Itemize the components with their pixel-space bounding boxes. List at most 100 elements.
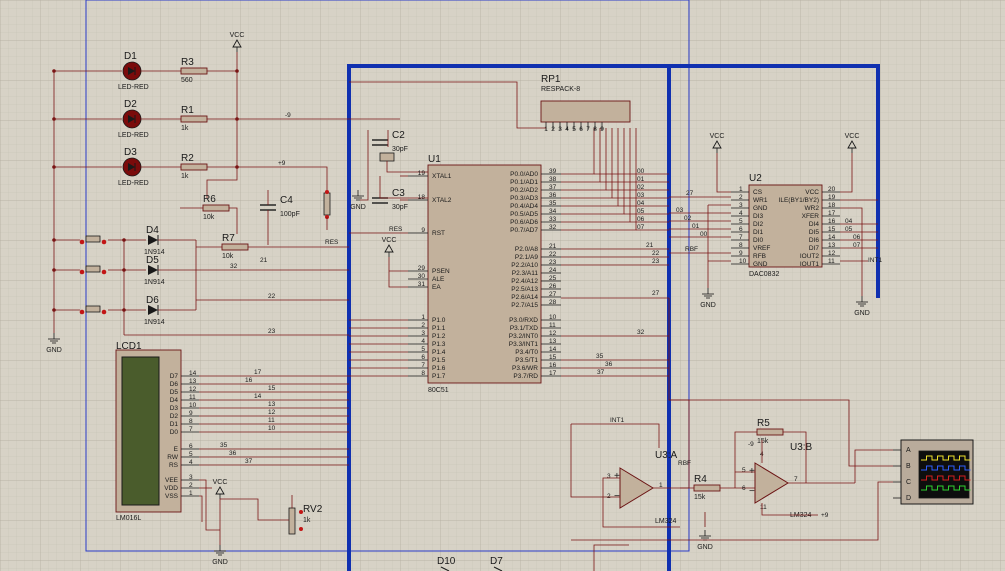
wire — [571, 481, 893, 541]
capacitor-value: 30pF — [392, 146, 408, 153]
net-label-p0: 04 — [637, 200, 645, 207]
lcd-ref: LCD1 — [116, 341, 142, 352]
sheet-frame — [85, 0, 690, 552]
potentiometer-value: 1k — [303, 517, 311, 524]
lcd-pin-number: 11 — [189, 394, 196, 401]
mcu-pin-number: 39 — [549, 168, 557, 175]
net-label-21: 21 — [260, 257, 268, 264]
mcu-pin-number: 6 — [421, 354, 425, 361]
resistor-value: 10k — [203, 214, 215, 221]
dac-pin-number: 18 — [828, 202, 836, 209]
net-label-p0: 00 — [637, 168, 645, 175]
push-button-terminal — [101, 309, 107, 315]
mcu-pin-number: 17 — [549, 370, 557, 377]
mcu-pin-name: P2.3/A11 — [512, 270, 539, 277]
mcu-pin-name: P0.2/AD2 — [510, 187, 538, 194]
mcu-pin-number: 25 — [549, 275, 557, 282]
capacitor-ref: C2 — [392, 130, 405, 141]
lcd-pin-number: 3 — [189, 474, 193, 481]
wire — [840, 153, 853, 193]
mcu-pin-number: 9 — [421, 227, 425, 234]
lcd-pin-number: 13 — [189, 378, 197, 385]
net-label-27: 27 — [686, 190, 694, 197]
wire — [593, 544, 629, 571]
net-label-p0: 05 — [845, 226, 853, 233]
led-value: LED-RED — [118, 84, 149, 91]
respack-pin-number: 3 — [558, 126, 562, 133]
dac-pin-number: 19 — [828, 194, 836, 201]
dac-pin-number: 15 — [828, 226, 836, 233]
lcd-pin-number: 5 — [189, 451, 193, 458]
mcu-pin-number: 23 — [549, 259, 557, 266]
resistor-ref: R2 — [181, 153, 194, 164]
mcu-pin-number: 18 — [418, 194, 426, 201]
wire — [570, 424, 620, 498]
opamp-b-pin-number: 11 — [760, 504, 767, 511]
dac-pin-name: DI2 — [753, 221, 764, 228]
net-label-11: 11 — [268, 417, 275, 424]
lcd-pin-number: 4 — [189, 459, 193, 466]
wire — [360, 130, 369, 201]
respack-pin-number: 4 — [565, 126, 569, 133]
mcu-pin-number: 28 — [549, 299, 557, 306]
dac-pin-name: RFB — [753, 253, 766, 260]
lcd-pin-number: 14 — [189, 370, 197, 377]
mcu-pin-name: P1.0 — [432, 317, 446, 324]
mcu-pin-number: 26 — [549, 283, 557, 290]
lcd-pin-name: VEE — [165, 477, 179, 484]
mcu-pin-number: 2 — [421, 322, 425, 329]
diode-ref: D5 — [146, 255, 159, 266]
mcu-pin-name: P1.7 — [432, 373, 446, 380]
mcu-pin-number: 14 — [549, 346, 557, 353]
net-label-p0: 07 — [853, 242, 861, 249]
led-value: LED-RED — [118, 180, 149, 187]
diode-ref: D4 — [146, 225, 159, 236]
net-label-35: 35 — [596, 353, 604, 360]
lcd-pin-name: D6 — [170, 381, 179, 388]
resistor-value: 15k — [694, 494, 706, 501]
opamp-a-plus: + — [614, 471, 620, 482]
resistor-body — [180, 67, 208, 75]
mcu-pin-name: P2.5/A13 — [511, 286, 538, 293]
net-label-p0: 03 — [676, 207, 684, 214]
dac-pin-number: 2 — [739, 194, 743, 201]
net-label-int1: INT1 — [868, 257, 882, 264]
lcd-pin-number: 6 — [189, 443, 193, 450]
net-label-p0: 02 — [637, 184, 645, 191]
opamp-a-pin-number: 3 — [607, 473, 611, 480]
led-value: LED-RED — [118, 132, 149, 139]
resistor-body — [180, 163, 208, 171]
wire-vcc — [206, 52, 238, 198]
ground-label: GND — [212, 559, 228, 566]
potentiometer-terminal — [299, 510, 303, 514]
oscilloscope-trace — [921, 465, 971, 471]
led-symbol — [128, 163, 135, 171]
diode-value: 1N914 — [144, 279, 165, 286]
net-label-32: 32 — [230, 263, 238, 270]
mcu-pin-number: 15 — [549, 354, 557, 361]
junction-dot — [52, 308, 56, 312]
diode-symbol — [148, 265, 158, 275]
dac-pin-number: 16 — [828, 218, 836, 225]
mcu-pin-name: P1.3 — [432, 341, 446, 348]
mcu-pin-name: P1.6 — [432, 365, 446, 372]
mcu-pin-number: 10 — [549, 314, 557, 321]
mcu-pin-name: P2.6/A14 — [511, 294, 538, 301]
mcu-pin-number: 3 — [421, 330, 425, 337]
vcc-label: VCC — [845, 133, 860, 140]
dac-pin-number: 1 — [739, 186, 743, 193]
dac-pin-number: 14 — [828, 234, 836, 241]
dac-pin-name: IOUT2 — [800, 253, 820, 260]
dac-pin-name: WR1 — [753, 197, 768, 204]
mcu-pin-number: 31 — [418, 281, 426, 288]
oscilloscope-channel-label: C — [906, 479, 911, 486]
crystal-body — [379, 152, 395, 162]
mcu-pin-number: 19 — [418, 170, 426, 177]
net-label-17: 17 — [254, 369, 262, 376]
wire — [379, 176, 428, 199]
junction-dot — [235, 117, 239, 121]
net-label-27: 27 — [652, 290, 660, 297]
push-button-body — [85, 305, 101, 313]
net-label-minus9: -9 — [285, 112, 291, 119]
push-button-terminal — [79, 309, 85, 315]
